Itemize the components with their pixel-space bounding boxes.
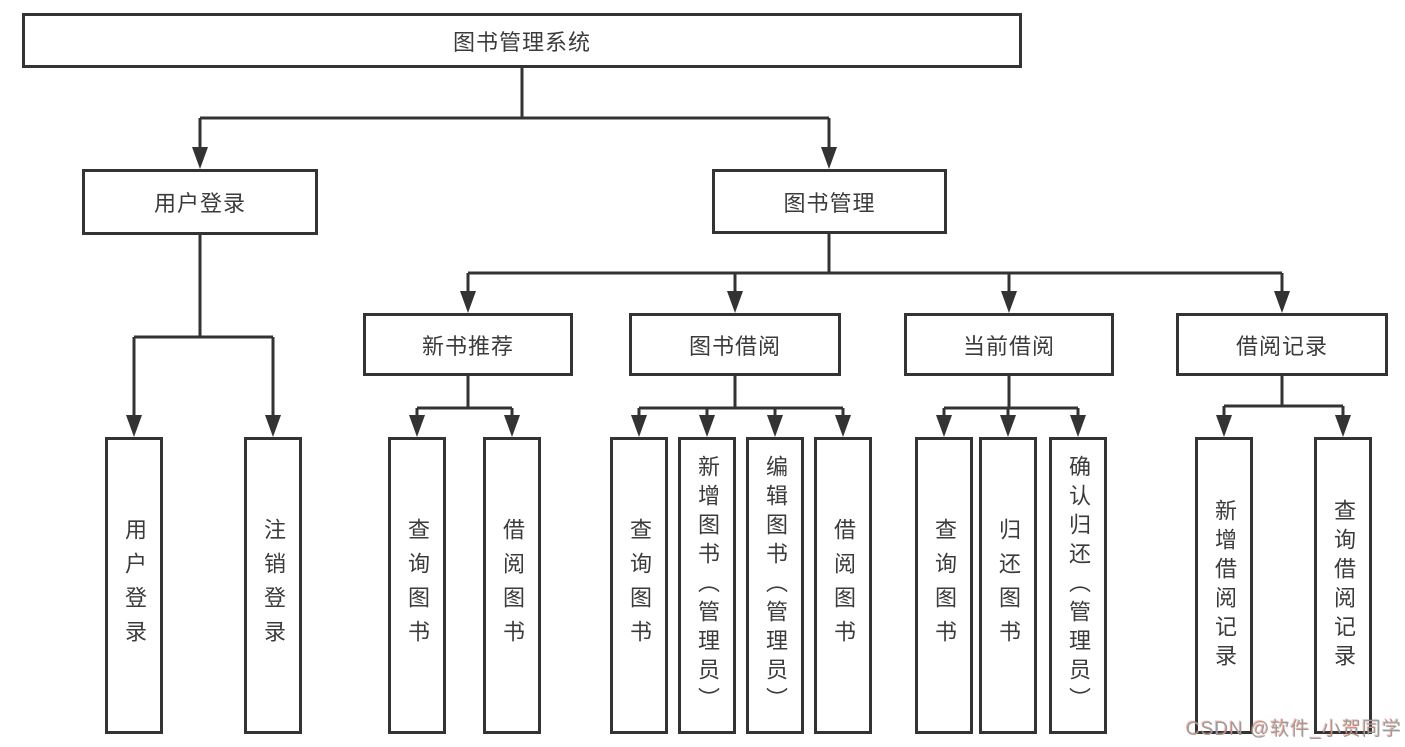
leaf-bb-search-books: 查询图书: [610, 437, 668, 734]
node-borrowing-records: 借阅记录: [1176, 313, 1388, 376]
node-library-system: 图书管理系统: [22, 13, 1022, 68]
leaf-cb-search-books: 查询图书: [915, 437, 973, 734]
leaf-br-add-record: 新增借阅记录: [1195, 437, 1253, 734]
leaf-bb-borrow-books: 借阅图书: [814, 437, 872, 734]
node-current-borrowing: 当前借阅: [904, 313, 1114, 376]
node-user-login: 用户登录: [82, 169, 318, 235]
leaf-br-search-record: 查询借阅记录: [1314, 437, 1372, 734]
leaf-logout: 注销登录: [244, 437, 302, 734]
watermark: CSDN @软件_小贺同学: [1186, 719, 1402, 740]
node-book-borrowing: 图书借阅: [629, 313, 841, 376]
leaf-bb-add-book-admin: 新增图书（管理员）: [678, 437, 736, 734]
node-book-management: 图书管理: [712, 169, 947, 234]
leaf-user-login: 用户登录: [105, 437, 163, 734]
node-new-book-recommendation: 新书推荐: [363, 313, 573, 376]
arrowheads: [126, 147, 1351, 437]
leaf-nbr-borrow-books: 借阅图书: [483, 437, 541, 734]
leaf-bb-edit-book-admin: 编辑图书（管理员）: [746, 437, 804, 734]
leaf-cb-return-books: 归还图书: [979, 437, 1037, 734]
leaf-nbr-search-books: 查询图书: [388, 437, 446, 734]
leaf-cb-confirm-return-admin: 确认归还（管理员）: [1049, 437, 1107, 734]
